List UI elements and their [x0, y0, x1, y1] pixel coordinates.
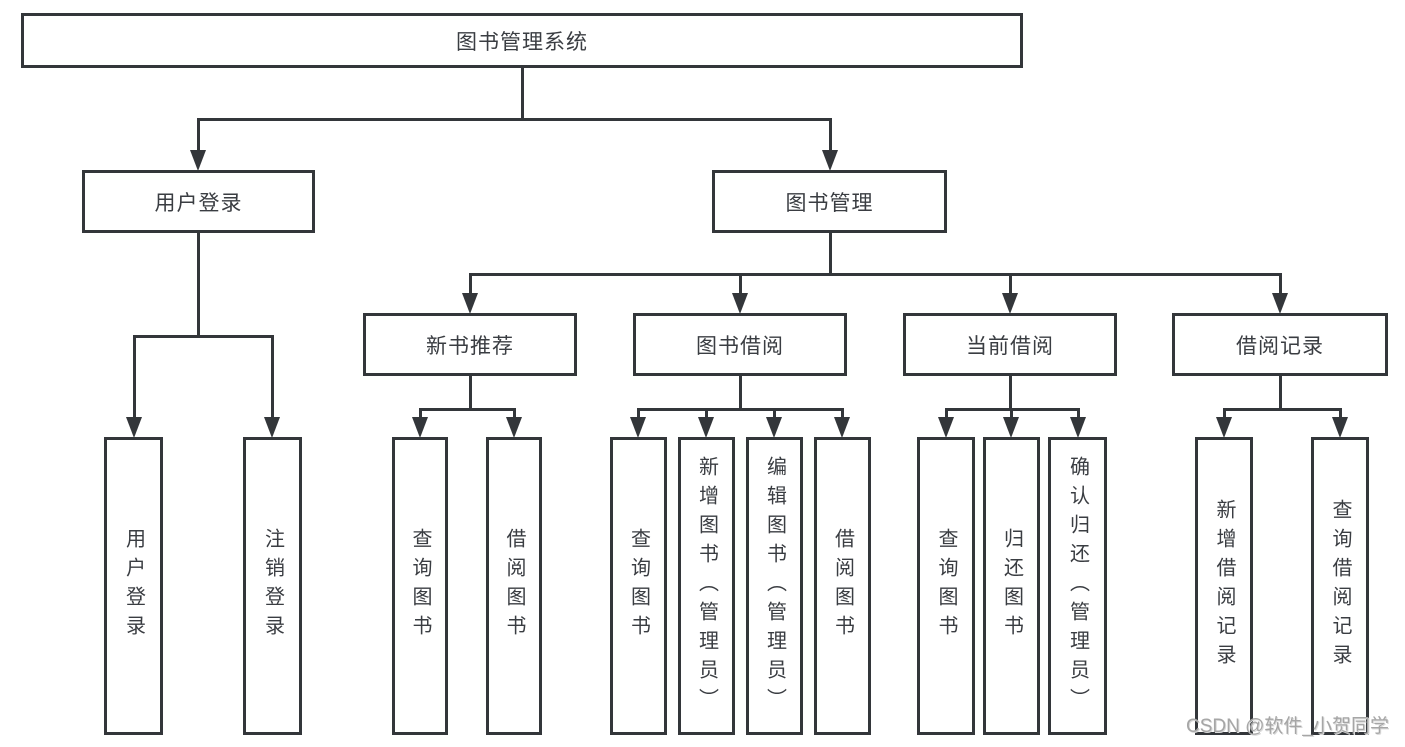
node-new-book-recommend: 新书推荐 — [363, 313, 577, 376]
leaf-query-books-current: 查询图书 — [917, 437, 975, 735]
conn-book-borrow-drop-2 — [772, 408, 776, 423]
leaf-user-login: 用户登录 — [104, 437, 163, 735]
conn-book-management-drop-0 — [468, 273, 472, 299]
conn-root-drop-1-arrow-down-icon — [822, 150, 838, 171]
leaf-add-borrow-record-label: 新增借阅记录 — [1213, 499, 1235, 673]
node-book-borrow: 图书借阅 — [633, 313, 847, 376]
leaf-confirm-return-admin: 确认归还（管理员） — [1048, 437, 1107, 735]
conn-new-book-drop-0-arrow-down-icon — [412, 417, 428, 438]
leaf-borrow-books-recommend-label: 借阅图书 — [503, 528, 525, 644]
conn-current-borrow-drop-2-arrow-down-icon — [1070, 417, 1086, 438]
conn-borrow-records-bar — [1222, 408, 1342, 411]
conn-borrow-records-drop-1 — [1338, 408, 1342, 423]
node-library-system-label: 图书管理系统 — [456, 30, 588, 54]
conn-current-borrow-drop-0-arrow-down-icon — [938, 417, 954, 438]
conn-book-management-drop-1 — [738, 273, 742, 299]
leaf-query-books-borrow-label: 查询图书 — [627, 528, 650, 644]
conn-borrow-records-stem — [1278, 376, 1282, 411]
leaf-borrow-books-recommend: 借阅图书 — [486, 437, 542, 735]
node-book-borrow-label: 图书借阅 — [696, 334, 784, 358]
conn-book-borrow-drop-3 — [840, 408, 844, 423]
leaf-borrow-books-borrow: 借阅图书 — [814, 437, 871, 735]
conn-book-borrow-drop-1-arrow-down-icon — [698, 417, 714, 438]
conn-user-login-drop-1 — [270, 335, 274, 423]
leaf-add-borrow-record: 新增借阅记录 — [1195, 437, 1253, 735]
conn-book-management-stem — [828, 233, 832, 276]
leaf-edit-books-admin-label: 编辑图书（管理员） — [763, 455, 786, 717]
conn-borrow-records-drop-1-arrow-down-icon — [1332, 417, 1348, 438]
leaf-edit-books-admin: 编辑图书（管理员） — [746, 437, 803, 735]
conn-book-management-bar — [468, 273, 1282, 276]
conn-current-borrow-drop-1 — [1009, 408, 1013, 423]
node-borrow-records-label: 借阅记录 — [1236, 334, 1324, 358]
conn-new-book-stem — [468, 376, 472, 411]
conn-borrow-records-drop-0-arrow-down-icon — [1216, 417, 1232, 438]
conn-new-book-drop-1 — [512, 408, 516, 423]
node-user-login: 用户登录 — [82, 170, 315, 233]
node-current-borrow: 当前借阅 — [903, 313, 1117, 376]
conn-root-drop-0 — [196, 118, 200, 156]
node-library-system: 图书管理系统 — [21, 13, 1023, 68]
conn-user-login-drop-1-arrow-down-icon — [264, 417, 280, 438]
conn-book-management-drop-0-arrow-down-icon — [462, 293, 478, 314]
leaf-logout: 注销登录 — [243, 437, 302, 735]
conn-book-management-drop-3 — [1278, 273, 1282, 299]
conn-book-borrow-drop-0 — [636, 408, 640, 423]
node-borrow-records: 借阅记录 — [1172, 313, 1388, 376]
leaf-query-borrow-record-label: 查询借阅记录 — [1329, 499, 1351, 673]
conn-new-book-drop-0 — [418, 408, 422, 423]
conn-book-borrow-drop-1 — [704, 408, 708, 423]
conn-borrow-records-drop-0 — [1222, 408, 1226, 423]
conn-user-login-bar — [132, 335, 274, 338]
conn-current-borrow-drop-2 — [1076, 408, 1080, 423]
leaf-query-books-recommend: 查询图书 — [392, 437, 448, 735]
conn-root-bar — [196, 118, 832, 121]
conn-current-borrow-drop-1-arrow-down-icon — [1003, 417, 1019, 438]
node-book-management: 图书管理 — [712, 170, 947, 233]
node-current-borrow-label: 当前借阅 — [966, 334, 1054, 358]
conn-book-management-drop-3-arrow-down-icon — [1272, 293, 1288, 314]
conn-current-borrow-stem — [1008, 376, 1012, 411]
conn-user-login-stem — [196, 233, 200, 338]
conn-current-borrow-drop-0 — [944, 408, 948, 423]
leaf-add-books-admin-label: 新增图书（管理员） — [695, 455, 718, 717]
node-new-book-recommend-label: 新书推荐 — [426, 334, 514, 358]
conn-root-drop-1 — [828, 118, 832, 156]
conn-book-management-drop-2 — [1008, 273, 1012, 299]
leaf-return-books-label: 归还图书 — [1000, 528, 1023, 644]
csdn-watermark: CSDN @软件_小贺同学 — [1186, 716, 1389, 737]
conn-book-management-drop-1-arrow-down-icon — [732, 293, 748, 314]
node-user-login-label: 用户登录 — [154, 191, 243, 215]
leaf-user-login-label: 用户登录 — [122, 528, 145, 644]
conn-book-borrow-drop-3-arrow-down-icon — [834, 417, 850, 438]
leaf-query-books-recommend-label: 查询图书 — [409, 528, 431, 644]
leaf-return-books: 归还图书 — [983, 437, 1040, 735]
leaf-borrow-books-borrow-label: 借阅图书 — [831, 528, 854, 644]
conn-user-login-drop-0 — [132, 335, 136, 423]
conn-book-management-drop-2-arrow-down-icon — [1002, 293, 1018, 314]
leaf-query-books-borrow: 查询图书 — [610, 437, 667, 735]
conn-book-borrow-drop-0-arrow-down-icon — [630, 417, 646, 438]
conn-new-book-bar — [418, 408, 516, 411]
conn-book-borrow-bar — [636, 408, 844, 411]
conn-root-drop-0-arrow-down-icon — [190, 150, 206, 171]
conn-book-borrow-drop-2-arrow-down-icon — [766, 417, 782, 438]
conn-book-borrow-stem — [738, 376, 742, 411]
leaf-confirm-return-admin-label: 确认归还（管理员） — [1066, 455, 1089, 717]
leaf-logout-label: 注销登录 — [261, 528, 284, 644]
conn-new-book-drop-1-arrow-down-icon — [506, 417, 522, 438]
node-book-management-label: 图书管理 — [785, 191, 874, 215]
leaf-query-borrow-record: 查询借阅记录 — [1311, 437, 1369, 735]
leaf-query-books-current-label: 查询图书 — [935, 528, 957, 644]
conn-root-stem — [520, 68, 524, 121]
conn-user-login-drop-0-arrow-down-icon — [126, 417, 142, 438]
leaf-add-books-admin: 新增图书（管理员） — [678, 437, 735, 735]
